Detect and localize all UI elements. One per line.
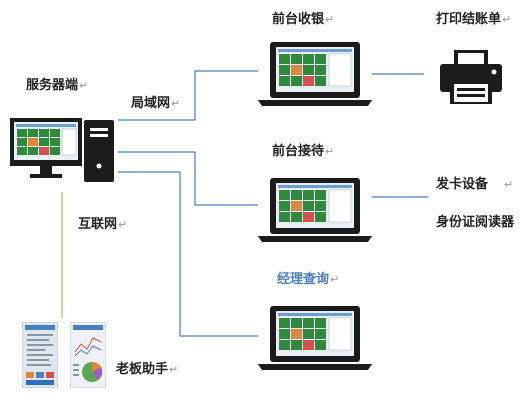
lan-line-reception — [118, 151, 258, 206]
laptop-icon-reception — [258, 178, 372, 242]
lan-line-cashier — [118, 70, 258, 121]
print-bill-label: 打印结账单↵ — [436, 12, 512, 27]
front-cashier-label: 前台收银↵ — [272, 12, 335, 27]
printer-icon — [440, 50, 502, 104]
manager-query-label: 经理查询↵ — [277, 272, 340, 287]
lan-label: 局域网↵ — [131, 96, 181, 111]
id-reader-label: 身份证阅读器 — [436, 215, 515, 230]
internet-line-manager — [118, 171, 258, 337]
internet-label: 互联网↵ — [78, 217, 128, 232]
boss-assistant-label: 老板助手↵ — [116, 362, 179, 377]
mobile-phone-icon-1 — [22, 322, 58, 388]
server-label: 服务器端↵ — [26, 78, 89, 93]
desktop-computer-icon — [10, 118, 114, 182]
front-reception-label: 前台接待↵ — [272, 144, 335, 159]
laptop-icon-cashier — [258, 42, 372, 106]
mobile-phone-icon-2 — [70, 322, 106, 388]
laptop-icon-manager — [258, 306, 372, 370]
card-issuer-label: 发卡设备↵ — [436, 177, 514, 192]
